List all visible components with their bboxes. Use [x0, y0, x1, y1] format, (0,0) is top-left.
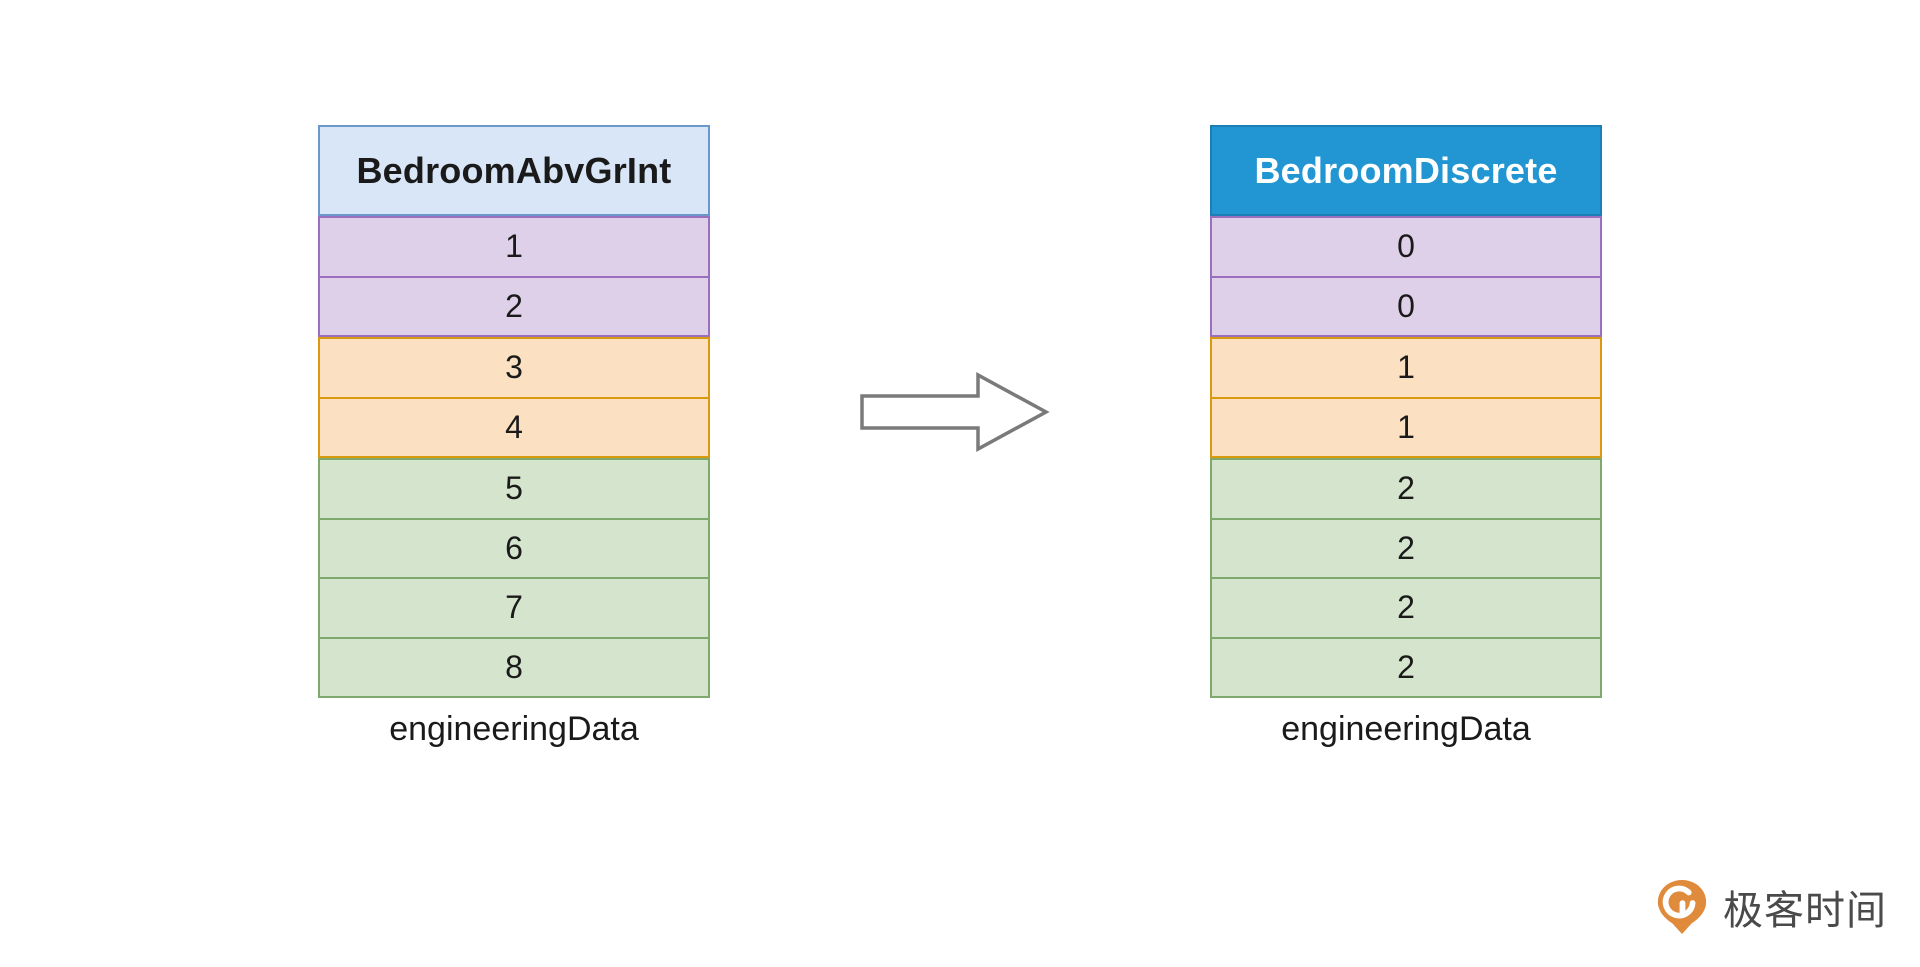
table-row: 2 [1210, 579, 1602, 639]
target-table-block: BedroomDiscrete 0 0 1 1 2 [1210, 125, 1602, 698]
table-row: 8 [318, 638, 710, 698]
target-table-head: BedroomDiscrete [1210, 125, 1602, 216]
source-cell-2: 3 [318, 337, 710, 399]
target-column-header: BedroomDiscrete [1210, 125, 1602, 216]
table-row: 0 [1210, 277, 1602, 337]
source-table-caption: engineeringData [389, 710, 639, 748]
source-table: BedroomAbvGrInt 1 2 3 4 5 [318, 125, 710, 698]
source-cell-6: 7 [318, 579, 710, 639]
source-cell-7: 8 [318, 638, 710, 698]
geektime-logo-icon [1657, 879, 1707, 935]
table-row: 2 [1210, 519, 1602, 579]
table-row: 7 [318, 579, 710, 639]
source-column-header: BedroomAbvGrInt [318, 125, 710, 216]
table-row: 2 [1210, 638, 1602, 698]
source-cell-1: 2 [318, 277, 710, 337]
source-cell-5: 6 [318, 519, 710, 579]
target-cell-5: 2 [1210, 519, 1602, 579]
source-cell-3: 4 [318, 398, 710, 458]
table-row: 1 [1210, 337, 1602, 399]
source-table-block: BedroomAbvGrInt 1 2 3 4 5 [318, 125, 710, 698]
table-header-row: BedroomAbvGrInt [318, 125, 710, 216]
table-header-row: BedroomDiscrete [1210, 125, 1602, 216]
target-cell-3: 1 [1210, 398, 1602, 458]
target-cell-2: 1 [1210, 337, 1602, 399]
target-cell-1: 0 [1210, 277, 1602, 337]
table-row: 4 [318, 398, 710, 458]
table-row: 0 [1210, 216, 1602, 278]
target-cell-7: 2 [1210, 638, 1602, 698]
table-row: 2 [1210, 458, 1602, 520]
source-cell-0: 1 [318, 216, 710, 278]
table-row: 1 [1210, 398, 1602, 458]
table-row: 5 [318, 458, 710, 520]
target-cell-6: 2 [1210, 579, 1602, 639]
target-cell-4: 2 [1210, 458, 1602, 520]
source-table-body: 1 2 3 4 5 6 7 [318, 216, 710, 698]
target-table-caption: engineeringData [1281, 710, 1531, 748]
target-table: BedroomDiscrete 0 0 1 1 2 [1210, 125, 1602, 698]
table-row: 1 [318, 216, 710, 278]
watermark: 极客时间 [1655, 878, 1887, 936]
source-table-head: BedroomAbvGrInt [318, 125, 710, 216]
right-arrow-outline-icon [860, 372, 1050, 452]
table-row: 2 [318, 277, 710, 337]
transformation-arrow [860, 372, 1050, 452]
table-row: 3 [318, 337, 710, 399]
target-table-body: 0 0 1 1 2 2 2 [1210, 216, 1602, 698]
source-cell-4: 5 [318, 458, 710, 520]
target-cell-0: 0 [1210, 216, 1602, 278]
table-row: 6 [318, 519, 710, 579]
watermark-text: 极客时间 [1723, 888, 1887, 934]
